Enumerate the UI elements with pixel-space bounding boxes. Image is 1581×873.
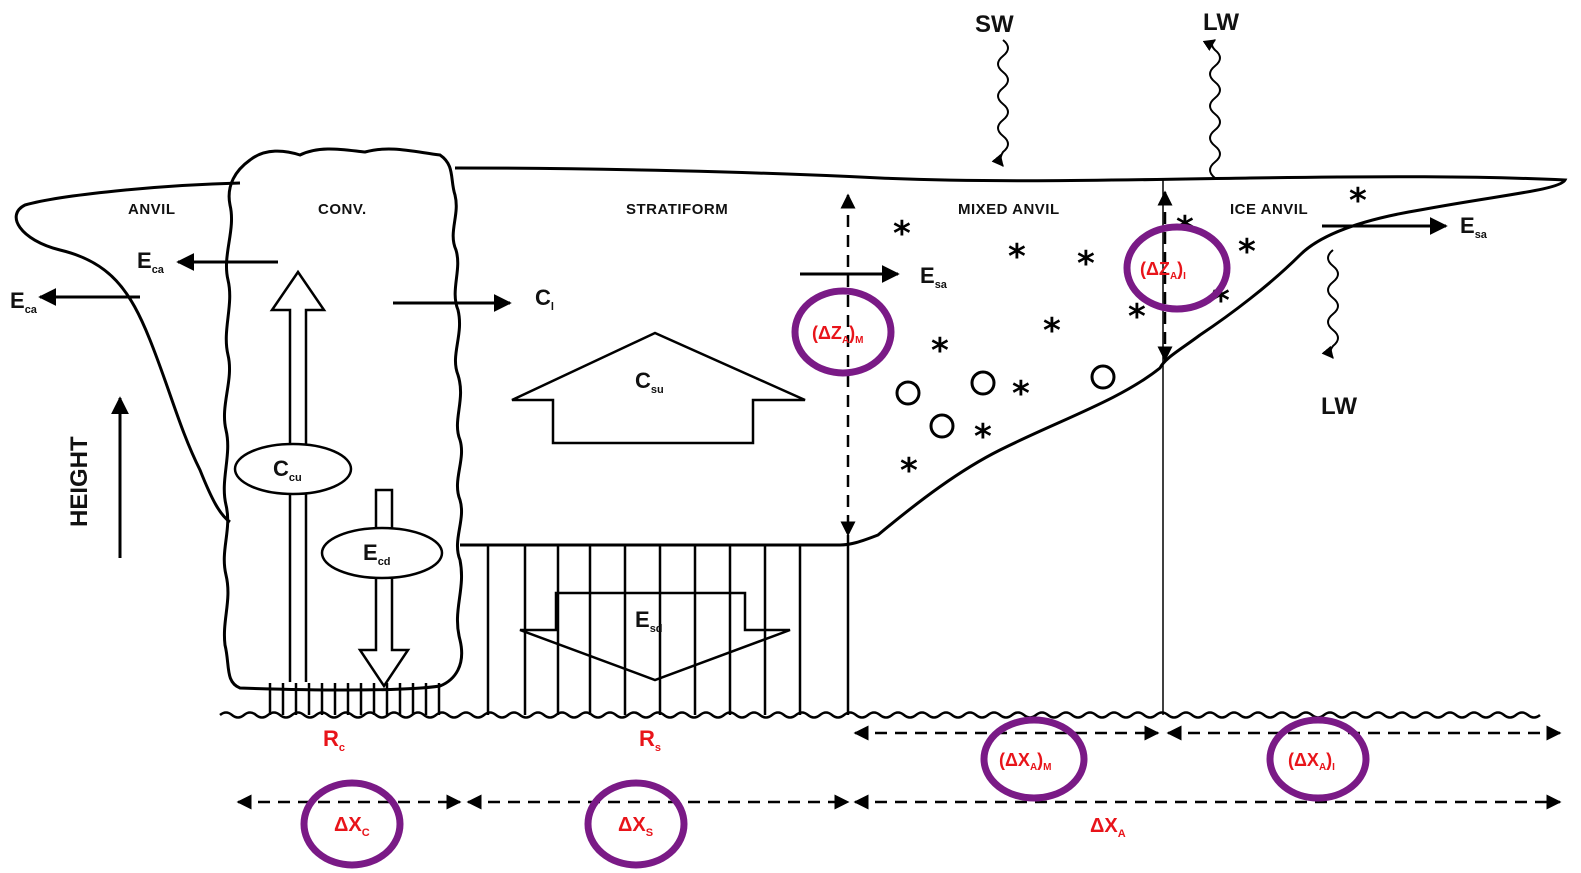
e-cd-downdraft-arrow	[360, 490, 408, 686]
svg-text:*: *	[1349, 181, 1367, 221]
dxa-total-label: ΔXA	[1090, 815, 1126, 840]
region-anvil-left: ANVIL	[128, 201, 176, 218]
svg-text:*: *	[931, 331, 949, 371]
svg-text:*: *	[974, 417, 992, 457]
svg-text:*: *	[1012, 374, 1030, 414]
e-ca-inner-label: Eca	[137, 248, 165, 276]
height-label: HEIGHT	[66, 436, 93, 527]
stratiform-rain	[488, 535, 848, 715]
svg-text:*: *	[1077, 244, 1095, 284]
rs-label: Rs	[639, 726, 661, 754]
region-mixed-anvil: MIXED ANVIL	[958, 201, 1060, 218]
lw-bottom-wave-arrow	[1328, 250, 1338, 358]
e-sa-mid-label: Esa	[920, 263, 948, 291]
e-cd-ellipse	[322, 528, 442, 578]
hydrometeors: * * * * * * * * * * * * *	[893, 181, 1367, 491]
c-l-label: Cl	[535, 285, 554, 313]
sw-wave-arrow	[998, 40, 1008, 166]
rc-label: Rc	[323, 726, 345, 754]
convective-rain	[270, 683, 439, 715]
lw-top-wave-arrow	[1210, 40, 1220, 178]
convective-tower	[224, 149, 461, 690]
region-stratiform: STRATIFORM	[626, 201, 728, 218]
dxa-mixed-label: (ΔXA)M	[999, 750, 1052, 773]
svg-text:*: *	[900, 451, 918, 491]
dxa-ice-label: (ΔXA)I	[1288, 750, 1335, 773]
region-ice-anvil: ICE ANVIL	[1230, 201, 1308, 218]
e-sd-downdraft-arrow	[520, 593, 790, 680]
e-sd-label: Esd	[635, 607, 663, 635]
ground-line	[220, 713, 1540, 718]
svg-text:*: *	[893, 214, 911, 254]
c-su-label: Csu	[635, 368, 664, 396]
dza-mixed-label: (ΔZA)M	[812, 323, 864, 346]
svg-text:*: *	[1043, 311, 1061, 351]
c-cu-ellipse	[235, 444, 351, 494]
e-sa-right-label: Esa	[1460, 213, 1488, 241]
svg-text:*: *	[1128, 297, 1146, 337]
lw-bottom-label: LW	[1321, 393, 1357, 420]
sw-label: SW	[975, 11, 1014, 38]
svg-text:*: *	[1238, 232, 1256, 272]
lw-top-label: LW	[1203, 9, 1239, 36]
dxs-label: ΔXS	[618, 814, 653, 839]
dza-ice-label: (ΔZA)I	[1140, 259, 1186, 282]
region-convective: CONV.	[318, 201, 367, 218]
dxc-label: ΔXC	[334, 814, 370, 839]
dza-mixed-highlight-ring	[795, 291, 891, 373]
e-ca-outer-label: Eca	[10, 288, 38, 316]
svg-text:*: *	[1008, 237, 1026, 277]
